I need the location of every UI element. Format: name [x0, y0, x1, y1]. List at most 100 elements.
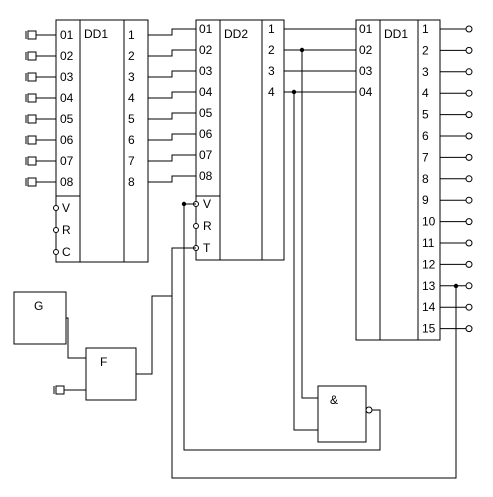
dd1-left-body	[55, 19, 149, 263]
dd1-left-output-label: 2	[128, 49, 135, 63]
dd2-input-label: 02	[199, 43, 213, 57]
dd1-right-output-label: 6	[422, 129, 429, 143]
wire-out13-to-dd2	[171, 248, 457, 479]
output-terminal	[465, 218, 473, 226]
input-terminal	[27, 93, 37, 103]
and-gate: &	[317, 385, 373, 443]
filter-block: F	[85, 347, 137, 401]
dd1-left-input-label: 06	[60, 133, 74, 147]
dd1-right-output-label: 11	[422, 236, 435, 250]
filter-label: F	[100, 355, 107, 369]
dd1-left-control-label: C	[62, 245, 71, 259]
wire-f-to-dd2-t	[136, 247, 196, 375]
output-terminal	[465, 46, 473, 54]
dd1-right-output-label: 14	[422, 300, 436, 314]
bus-dd1-to-dd2	[148, 28, 196, 183]
dd1-right-output-label: 8	[422, 172, 429, 186]
output-terminal	[465, 89, 473, 97]
dd1-left-input-label: 01	[60, 28, 74, 42]
dd2-input-label: 03	[199, 64, 213, 78]
dd2-input-label: 04	[199, 85, 213, 99]
output-terminal	[465, 68, 473, 76]
dd1-right-output-label: 3	[422, 65, 429, 79]
output-terminal	[465, 111, 473, 119]
dd1-left-output-label: 5	[128, 112, 135, 126]
dd1-left-input-label: 07	[60, 154, 74, 168]
dd1-left-input-label: 02	[60, 49, 74, 63]
output-terminal	[465, 153, 473, 161]
dd1-left-output-label: 3	[128, 70, 135, 84]
dd1-right-output-label: 7	[422, 150, 429, 164]
output-terminal	[465, 282, 473, 290]
dd1-left-output-label: 7	[128, 154, 135, 168]
dd1-left-title: DD1	[84, 27, 108, 41]
dd1-left-output-label: 4	[128, 91, 135, 105]
output-terminal	[465, 25, 473, 33]
input-terminal-f	[53, 385, 86, 395]
dd2-input-label: 05	[199, 106, 213, 120]
output-terminal	[465, 175, 473, 183]
dd2-output-label: 2	[268, 43, 275, 57]
input-terminal	[27, 51, 37, 61]
input-terminal	[27, 177, 37, 187]
wire-dd2-4-to-and	[293, 92, 318, 431]
dd1-left-output-label: 6	[128, 133, 135, 147]
dd2-input-label: 07	[199, 148, 213, 162]
dd2-input-label: 08	[199, 169, 213, 183]
dd2-input-label: 06	[199, 127, 213, 141]
dd1-right-output-label: 4	[422, 86, 429, 100]
dd1-right-output-label: 13	[422, 279, 436, 293]
generator-label: G	[34, 299, 43, 313]
dd1-left-input-label: 08	[60, 175, 74, 189]
bus-dd2-to-dd1-right	[284, 28, 356, 95]
input-terminal	[27, 135, 37, 145]
dd2-control-label: V	[203, 197, 211, 211]
dd1-right-output-label: 15	[422, 322, 436, 336]
input-terminal	[27, 72, 37, 82]
dd1-left-control-label: R	[62, 223, 71, 237]
and-gate-label: &	[330, 393, 338, 407]
output-terminal	[465, 196, 473, 204]
dd2-control-label: T	[203, 241, 211, 255]
dd2-control-label: R	[203, 219, 212, 233]
dd2-body	[195, 19, 285, 261]
wire-dd2-2-to-and	[301, 50, 318, 399]
dd1-right-output-label: 5	[422, 108, 429, 122]
dd2-output-label: 1	[268, 22, 275, 36]
chip-dd2: DD2 01 02 03 04 05 06 07 08 1 2 3 4 VRT	[193, 19, 285, 261]
output-terminal	[465, 325, 473, 333]
dd1-right-output-label: 10	[422, 215, 436, 229]
input-terminal	[27, 156, 37, 166]
dd1-right-output-label: 9	[422, 193, 429, 207]
dd1-left-input-label: 05	[60, 112, 74, 126]
dd1-right-input-label: 02	[359, 43, 373, 57]
dd1-left-input-label: 04	[60, 91, 74, 105]
dd1-left-input-label: 03	[60, 70, 74, 84]
dd2-title: DD2	[224, 27, 248, 41]
dd2-input-label: 01	[199, 22, 213, 36]
dd2-output-label: 3	[268, 64, 275, 78]
output-terminal	[465, 303, 473, 311]
dd1-right-body	[355, 19, 441, 341]
dd2-output-label: 4	[268, 85, 275, 99]
output-terminal	[465, 260, 473, 268]
dd1-right-title: DD1	[384, 27, 408, 41]
dd1-right-input-label: 04	[359, 85, 373, 99]
wire-g-to-f	[66, 317, 86, 359]
dd1-right-output-label: 2	[422, 43, 429, 57]
dd1-right-input-label: 03	[359, 64, 373, 78]
generator-block: G	[13, 291, 67, 345]
output-terminal	[465, 132, 473, 140]
input-terminal	[27, 30, 37, 40]
input-terminal	[27, 114, 37, 124]
dd1-right-output-label: 1	[422, 22, 429, 36]
dd1-left-output-label: 1	[128, 28, 135, 42]
dd1-left-output-label: 8	[128, 175, 135, 189]
output-terminal	[465, 239, 473, 247]
dd1-right-output-label: 12	[422, 257, 436, 271]
dd1-right-input-label: 01	[359, 22, 373, 36]
